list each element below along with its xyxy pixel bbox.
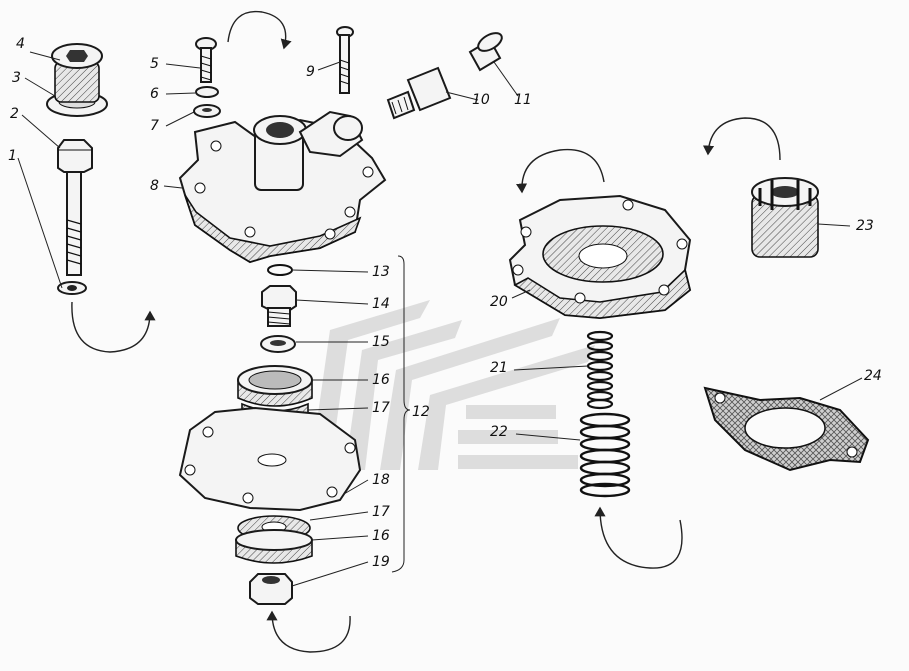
part-18-diaphragm bbox=[178, 406, 362, 512]
part-13-o-ring bbox=[267, 264, 293, 276]
bracket-group-12 bbox=[391, 255, 411, 573]
part-10-adapter-fitting bbox=[386, 66, 452, 120]
part-24-gasket bbox=[703, 386, 870, 472]
part-9-long-screw bbox=[336, 26, 354, 94]
part-14-threaded-nut bbox=[261, 285, 297, 327]
part-6-lock-washer bbox=[195, 86, 219, 98]
label-14: 14 bbox=[372, 296, 390, 312]
label-16-upper: 16 bbox=[372, 372, 390, 388]
part-5-screw bbox=[195, 37, 217, 83]
label-7: 7 bbox=[150, 118, 159, 134]
label-23: 23 bbox=[856, 218, 874, 234]
part-15-washer bbox=[260, 335, 296, 353]
part-2-bolt-head bbox=[57, 139, 93, 173]
label-16-lower: 16 bbox=[372, 528, 390, 544]
label-12: 12 bbox=[412, 404, 430, 420]
label-10: 10 bbox=[472, 92, 490, 108]
part-21-small-spring bbox=[586, 330, 614, 410]
rotation-arrows bbox=[71, 10, 781, 653]
part-1-bolt bbox=[57, 164, 87, 295]
part-16-upper-cup bbox=[237, 365, 313, 407]
part-16-lower-cup bbox=[235, 529, 313, 564]
part-8-housing-cover bbox=[178, 110, 387, 264]
label-1: 1 bbox=[8, 148, 17, 164]
part-7-washer bbox=[193, 104, 221, 118]
label-20: 20 bbox=[490, 294, 508, 310]
label-3: 3 bbox=[12, 70, 21, 86]
part-22-large-spring bbox=[579, 412, 631, 498]
leader-lines bbox=[17, 51, 863, 587]
label-15: 15 bbox=[372, 334, 390, 350]
label-13: 13 bbox=[372, 264, 390, 280]
label-17-upper: 17 bbox=[372, 400, 390, 416]
part-11-cap bbox=[468, 32, 503, 72]
label-2: 2 bbox=[10, 106, 19, 122]
label-17-lower: 17 bbox=[372, 504, 390, 520]
part-number-labels: 1 2 3 4 5 6 7 8 9 10 11 12 13 14 15 16 1… bbox=[8, 36, 882, 570]
part-19-nut bbox=[249, 573, 293, 605]
label-6: 6 bbox=[150, 86, 159, 102]
label-21: 21 bbox=[490, 360, 508, 376]
label-11: 11 bbox=[514, 92, 532, 108]
label-5: 5 bbox=[150, 56, 159, 72]
label-4: 4 bbox=[16, 36, 25, 52]
label-22: 22 bbox=[490, 424, 508, 440]
part-23-castle-nut bbox=[751, 177, 819, 258]
part-20-flange bbox=[508, 194, 692, 320]
label-19: 19 bbox=[372, 554, 390, 570]
part-4-plug bbox=[51, 43, 103, 103]
label-9: 9 bbox=[306, 64, 315, 80]
label-18: 18 bbox=[372, 472, 390, 488]
label-8: 8 bbox=[150, 178, 159, 194]
label-24: 24 bbox=[864, 368, 882, 384]
